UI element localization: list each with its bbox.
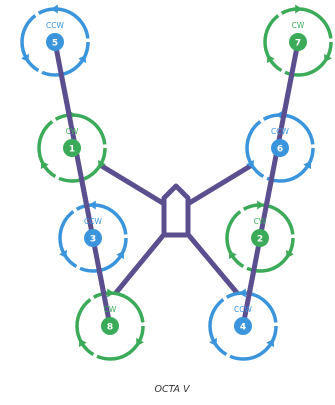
- rotation-arrow-icon: [50, 4, 58, 14]
- rotation-arrow-icon: [238, 288, 246, 298]
- motor-direction-label: CCW: [84, 217, 102, 226]
- rotation-arrow-icon: [78, 338, 87, 348]
- motor-direction-label: CCW: [46, 21, 64, 30]
- rotation-arrow-icon: [59, 249, 67, 259]
- motor-number: 1: [69, 144, 75, 154]
- left-arm: [52, 39, 113, 329]
- rotation-arrow-icon: [107, 288, 115, 298]
- fuselage-body: [161, 183, 191, 238]
- motor-number: 5: [52, 38, 58, 48]
- motor-hub: [63, 139, 81, 157]
- motor-direction-label: CW: [254, 217, 267, 226]
- motor-direction-label: CCW: [234, 305, 252, 314]
- rotation-arrow-icon: [21, 53, 29, 63]
- motor-hub: [271, 139, 289, 157]
- rotation-arrow-icon: [324, 53, 332, 63]
- motor-hub: [101, 317, 119, 335]
- motor-direction-label: CW: [292, 21, 305, 30]
- motor-number: 3: [90, 234, 96, 244]
- motor-hub: [251, 229, 269, 247]
- right-arm: [240, 39, 301, 329]
- motor-number: 2: [257, 234, 263, 244]
- strut-rear-right: [183, 229, 246, 303]
- motor-direction-label: CW: [66, 127, 79, 136]
- rotation-arrow-icon: [209, 337, 217, 347]
- motor-number: 6: [277, 144, 283, 154]
- rotation-arrow-icon: [98, 159, 106, 169]
- rotation-arrow-icon: [257, 200, 265, 210]
- rotation-arrow-icon: [266, 54, 275, 64]
- rotation-arrow-icon: [136, 337, 144, 347]
- rotation-arrow-icon: [286, 249, 294, 259]
- rotation-arrow-icon: [266, 338, 275, 348]
- motor-number: 4: [240, 322, 246, 332]
- strut-rear-left: [107, 229, 169, 303]
- rotation-arrow-icon: [303, 160, 312, 170]
- rotation-arrow-icon: [228, 250, 237, 260]
- motor-hub: [234, 317, 252, 335]
- motor-number: 7: [295, 38, 301, 48]
- rotation-arrow-icon: [246, 159, 254, 169]
- rotation-arrow-icon: [295, 4, 303, 14]
- motor-group: [20, 4, 333, 361]
- motor-direction-label: CW: [104, 305, 117, 314]
- motor-hub: [84, 229, 102, 247]
- rotation-arrow-icon: [78, 54, 87, 64]
- frame-arms-overlay: [52, 39, 301, 329]
- motor-hub: [46, 33, 64, 51]
- motor-direction-label: CCW: [271, 127, 289, 136]
- diagram-caption: OCTA V: [154, 384, 191, 395]
- rotation-arrow-icon: [116, 250, 125, 260]
- motor-hub: [289, 33, 307, 51]
- motor-number: 8: [107, 322, 113, 332]
- rotation-arrow-icon: [40, 160, 49, 170]
- rotation-arrow-icon: [88, 200, 96, 210]
